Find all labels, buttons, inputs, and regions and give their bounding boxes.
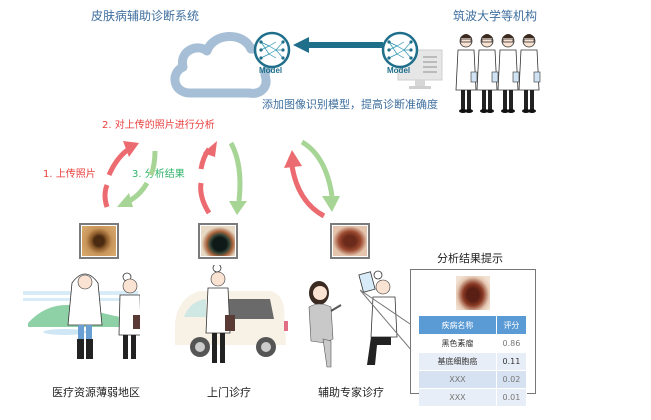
mole-image: [82, 226, 116, 256]
neural-network-icon: [381, 31, 419, 69]
table-row: 黑色素瘤 0.86: [419, 334, 528, 353]
disease-name: 基底细胞癌: [419, 352, 497, 371]
cloud-icon: [170, 32, 273, 98]
rural-area-illustration: [23, 272, 140, 359]
expert-consultation-illustration: [308, 270, 398, 368]
home-visit-illustration: [175, 265, 288, 363]
disease-score: 0.02: [496, 370, 528, 389]
step3-label: 3. 分析结果: [132, 169, 185, 180]
arrow-red-upper: [106, 146, 131, 177]
result-panel-title: 分析结果提示: [437, 252, 503, 265]
disease-name: XXX: [419, 370, 497, 389]
researchers-illustration: [455, 33, 541, 114]
neural-network-icon: [253, 31, 291, 69]
model-caption: 添加图像识别模型，提高诊断准确度: [262, 98, 438, 111]
result-panel: 疾病名称 评分 黑色素瘤 0.86 基底细胞癌 0.11 XXX 0.02: [410, 269, 536, 406]
arrow-left-icon: [293, 37, 383, 53]
cycle-arrows-2: [198, 141, 247, 215]
step1-label: 1. 上传照片: [43, 169, 96, 180]
disease-name: XXX: [419, 388, 497, 406]
arrow-green-upper: [148, 150, 158, 176]
scenario-label-expert: 辅助专家诊疗: [318, 386, 384, 399]
skin-photo-thumbnail: [198, 223, 238, 259]
disease-score: 0.86: [496, 334, 528, 353]
model-label: Model: [387, 66, 411, 75]
scenario-label-home-visit: 上门诊疗: [207, 386, 251, 399]
system-title: 皮肤病辅助诊断系统: [91, 9, 200, 23]
lesion-image: [201, 226, 235, 256]
cycle-arrows-1: [102, 141, 158, 208]
disease-score: 0.01: [496, 388, 528, 406]
column-header-score: 评分: [496, 316, 528, 335]
column-header-disease: 疾病名称: [419, 316, 497, 335]
cycle-arrows-3: [284, 139, 340, 218]
disease-name: 黑色素瘤: [419, 334, 497, 353]
institution-title: 筑波大学等机构: [453, 9, 538, 23]
arrowhead-green: [117, 193, 133, 207]
table-row: 基底细胞癌 0.11: [419, 352, 528, 371]
step2-label: 2. 对上传的照片进行分析: [102, 120, 215, 131]
model-badge-cloud: Model: [252, 30, 292, 80]
arrow-red-lower: [102, 184, 110, 208]
table-row: XXX 0.02: [419, 370, 528, 389]
model-label: Model: [259, 66, 283, 75]
result-lesion-image: [456, 276, 490, 310]
table-row: XXX 0.01: [419, 388, 528, 406]
scenario-label-rural: 医疗资源薄弱地区: [52, 386, 140, 399]
skin-photo-thumbnail: [79, 223, 119, 259]
arrowhead-red: [123, 141, 139, 157]
model-badge-institution: Model: [380, 30, 420, 80]
result-table: 疾病名称 评分 黑色素瘤 0.86 基底细胞癌 0.11 XXX 0.02: [419, 316, 528, 406]
disease-score: 0.11: [496, 352, 528, 371]
callout-pointer: [360, 289, 419, 359]
lesion-image: [333, 226, 367, 256]
skin-photo-thumbnail: [330, 223, 370, 259]
